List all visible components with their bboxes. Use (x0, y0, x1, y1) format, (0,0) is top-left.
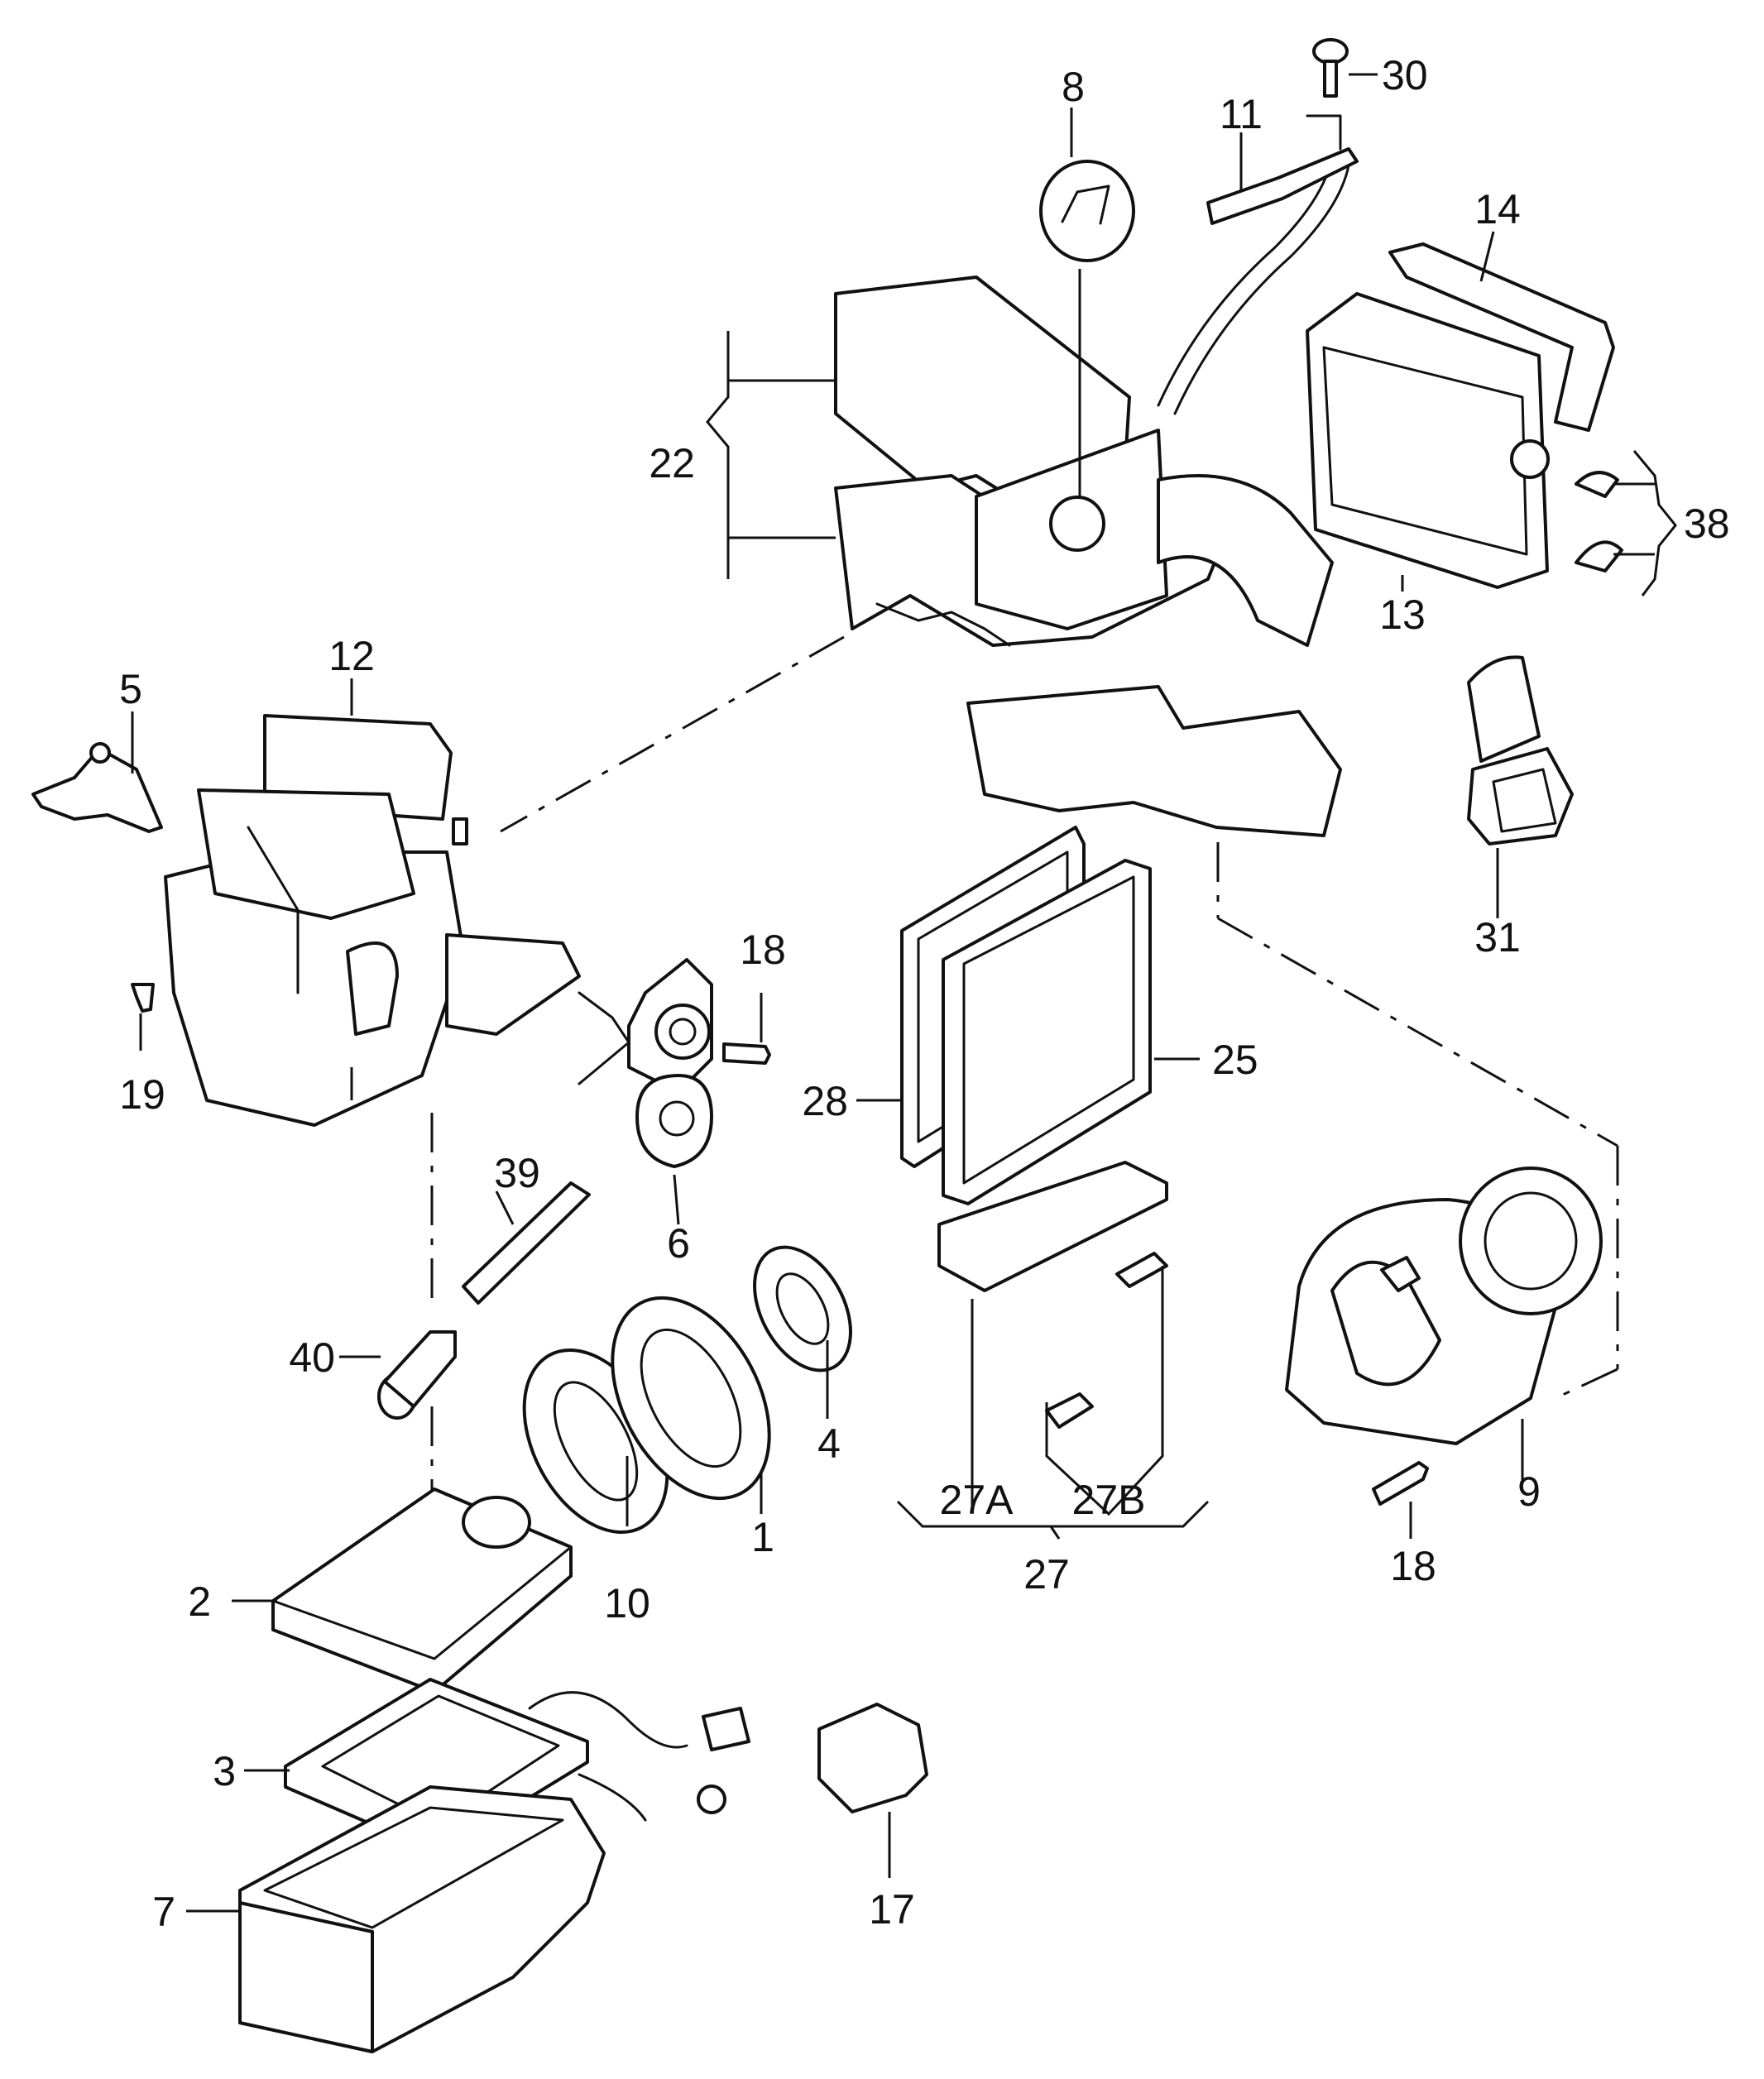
callout-8: 8 (1062, 64, 1085, 110)
link-rod-part (462, 1181, 591, 1305)
clip-parts (1575, 471, 1623, 572)
upper-housing-part (834, 156, 1350, 837)
screw-part-18-lower (1372, 1461, 1429, 1506)
small-clip-part (131, 983, 155, 1013)
heater-housing-part (164, 714, 581, 1127)
frame-part (1306, 292, 1550, 589)
gasket-part-4 (753, 1245, 852, 1372)
filter-clip-part-27b (1045, 1252, 1168, 1429)
round-cap-part (1039, 160, 1135, 262)
screw-part-18-upper (722, 1042, 771, 1065)
callout-28: 28 (802, 1078, 848, 1124)
callout-10: 10 (604, 1580, 650, 1626)
regulator-part (1467, 655, 1574, 845)
callout-25: 25 (1212, 1037, 1258, 1083)
callout-labels: 8 11 30 14 22 38 13 12 5 31 18 25 28 19 … (119, 52, 1730, 1935)
bracket-part (1206, 114, 1359, 225)
callout-12: 12 (328, 633, 375, 679)
evaporator-part (284, 1678, 750, 1855)
callout-40: 40 (289, 1334, 335, 1381)
callout-18-lower: 18 (1390, 1543, 1436, 1589)
callout-5: 5 (119, 666, 142, 712)
callout-3: 3 (213, 1748, 236, 1794)
callout-11: 11 (1220, 91, 1263, 137)
cabin-filter-part (942, 859, 1152, 1205)
callout-27: 27 (1023, 1551, 1070, 1598)
actuator-bracket-part (31, 742, 163, 833)
connector-part (817, 1703, 928, 1813)
callout-22: 22 (649, 440, 695, 486)
callout-30: 30 (1382, 52, 1428, 98)
lower-housing-part (238, 1785, 606, 2053)
screw-part-30 (1312, 38, 1349, 98)
callout-17: 17 (869, 1886, 915, 1933)
callout-7: 7 (152, 1889, 175, 1935)
callout-2: 2 (188, 1578, 211, 1625)
gasket-part-1 (611, 1296, 771, 1501)
callout-27a: 27A (940, 1477, 1014, 1523)
callout-13: 13 (1379, 592, 1426, 638)
callout-14: 14 (1474, 186, 1521, 232)
callout-9: 9 (1517, 1468, 1541, 1515)
blower-motor-part (1285, 1166, 1603, 1445)
callout-4: 4 (817, 1420, 841, 1467)
filter-seal-part-27a (937, 1161, 1168, 1292)
callout-19: 19 (119, 1071, 165, 1118)
callout-39: 39 (494, 1150, 540, 1196)
leader-lines (131, 73, 1677, 1913)
callout-31: 31 (1474, 914, 1521, 960)
callout-6: 6 (667, 1220, 690, 1267)
callout-18-upper: 18 (740, 927, 786, 973)
callout-1: 1 (751, 1514, 774, 1560)
heat-exchanger-part (271, 1487, 573, 1693)
servomotor-part (578, 958, 713, 1168)
callout-38: 38 (1684, 501, 1730, 547)
callout-27b: 27B (1072, 1477, 1146, 1523)
sensor-knob-part (377, 1330, 457, 1420)
